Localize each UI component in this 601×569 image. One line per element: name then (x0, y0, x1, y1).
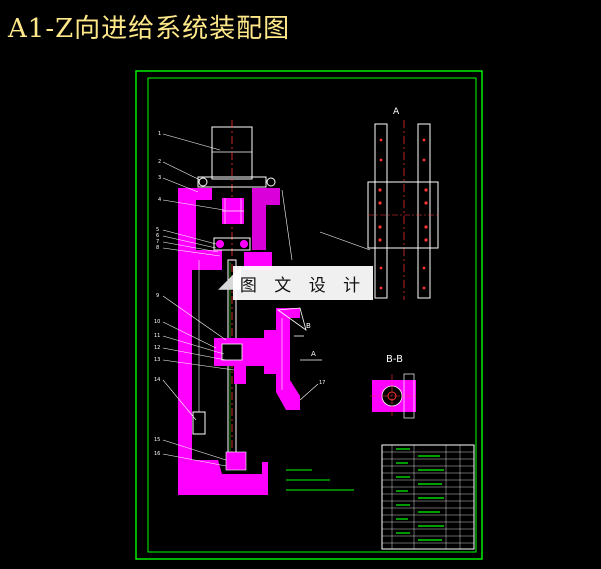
counterweight (192, 411, 206, 435)
svg-text:17: 17 (319, 380, 325, 386)
svg-text:6: 6 (156, 233, 159, 239)
a-marker-label: A (311, 350, 316, 358)
page-title: A1-Z向进给系统装配图 (8, 14, 291, 44)
svg-text:15: 15 (154, 437, 160, 443)
outer-frame (135, 70, 483, 560)
svg-text:5: 5 (156, 227, 159, 233)
technical-notes (286, 469, 354, 491)
housing-left-wall (178, 250, 192, 495)
svg-text:14: 14 (154, 377, 160, 383)
svg-text:1: 1 (158, 131, 161, 137)
slide-table (367, 181, 439, 249)
section-bb-label: B-B (386, 354, 403, 365)
svg-text:12: 12 (154, 345, 160, 351)
svg-text:16: 16 (154, 451, 160, 457)
svg-text:2: 2 (158, 159, 161, 165)
svg-text:11: 11 (154, 333, 160, 339)
inner-frame (147, 77, 477, 553)
base-block (178, 460, 268, 495)
section-b-b: B-B (370, 354, 418, 419)
b-marker-label: B (306, 322, 311, 330)
watermark: 图 文 设 计 (233, 266, 373, 300)
svg-text:8: 8 (156, 245, 159, 251)
svg-text:4: 4 (158, 197, 161, 203)
view-a: A (319, 107, 439, 300)
svg-text:7: 7 (156, 239, 159, 245)
svg-text:13: 13 (154, 357, 160, 363)
svg-text:10: 10 (154, 319, 160, 325)
view-a-label: A (393, 107, 400, 117)
svg-text:3: 3 (158, 175, 161, 181)
title-block (381, 444, 475, 550)
svg-text:9: 9 (156, 293, 159, 299)
housing-top (178, 188, 212, 250)
